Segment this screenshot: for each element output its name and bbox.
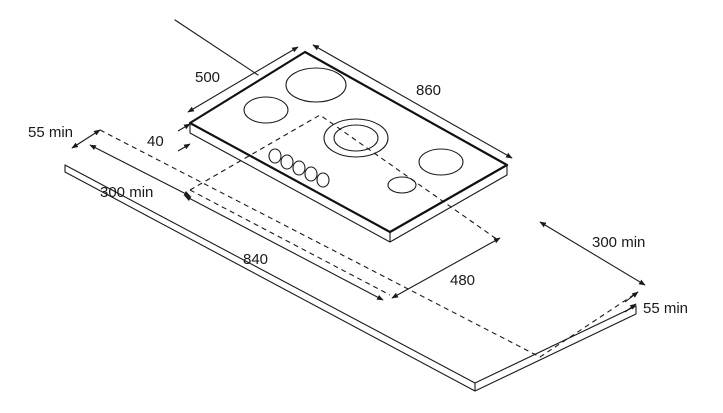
burner-wok-inner [333,124,379,152]
knob-icon [304,166,318,182]
burner-left [243,96,289,124]
dim-left-clearance: 300 min [89,144,191,201]
label-cutout-depth: 480 [450,272,475,289]
dim-cutout-width: 840 [184,195,384,301]
knob-icon [280,154,294,170]
dim-cutout-depth: 480 [391,237,501,299]
dim-rear-clearance: 55 min [28,124,101,149]
knob-icon [292,160,306,176]
label-left-clearance: 300 min [100,184,153,201]
label-hob-thickness: 40 [147,133,164,150]
dim-hob-thickness: 40 [147,123,191,152]
label-hob-depth: 500 [195,69,220,86]
burner-small [387,176,417,194]
dim-hob-width: 860 [312,44,513,159]
knob-icon [316,172,330,188]
control-knobs [268,148,330,188]
dim-right-clearance: 300 min [539,221,646,286]
dim-front-clearance: 55 min [624,291,688,317]
label-cutout-width: 840 [243,251,268,268]
cutout-outline [99,114,639,358]
label-right-clearance: 300 min [592,234,645,251]
burner-right [418,148,464,176]
burner-large [285,67,347,103]
knob-icon [268,148,282,164]
dim-hob-depth: 500 [187,46,299,113]
label-front-clearance: 55 min [643,300,688,317]
label-rear-clearance: 55 min [28,124,73,141]
label-hob-width: 860 [416,82,441,99]
